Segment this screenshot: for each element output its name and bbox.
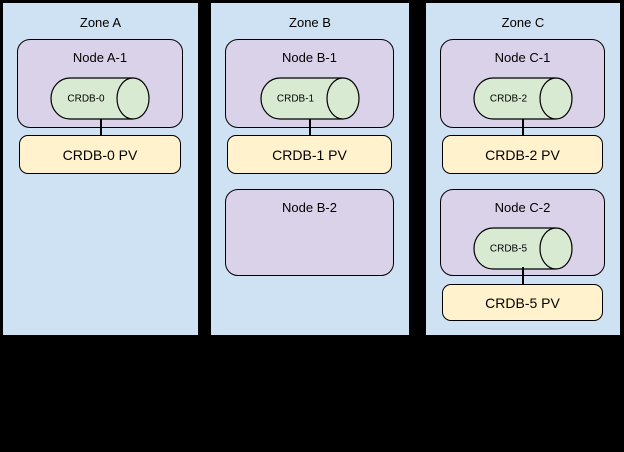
zone-b: Zone B Node B-1 CRDB-1 CRDB-1 PV Node B-…: [210, 2, 410, 336]
node-a1-label: Node A-1: [72, 50, 128, 65]
crdb-5-pv-box: CRDB-5 PV: [442, 284, 603, 321]
crdb-1-label: CRDB-1: [276, 93, 315, 104]
zone-a: Zone A Node A-1 CRDB-0 CRDB-0 PV: [2, 2, 199, 336]
node-c2-box: Node C-2 CRDB-5: [440, 189, 605, 276]
zone-a-title: Zone A: [79, 15, 122, 30]
node-b1-label: Node B-1: [282, 50, 337, 65]
node-a1-box: Node A-1 CRDB-0: [17, 39, 183, 128]
crdb-0-label: CRDB-0: [67, 93, 105, 104]
node-c1-label: Node C-1: [494, 50, 551, 65]
crdb-1-cylinder-icon: CRDB-1: [260, 77, 360, 120]
crdb-2-cylinder-icon: CRDB-2: [473, 77, 573, 120]
node-c2-label: Node C-2: [494, 200, 551, 215]
node-c1-box: Node C-1 CRDB-2: [440, 39, 605, 128]
node-b2-label: Node B-2: [282, 200, 337, 215]
crdb-2-label: CRDB-2: [489, 93, 528, 104]
connector-node-b1-to-pv: [309, 119, 311, 136]
node-b2-box: Node B-2: [225, 189, 394, 276]
crdb-0-cylinder-icon: CRDB-0: [50, 77, 150, 120]
crdb-2-pv-box: CRDB-2 PV: [442, 135, 603, 174]
node-b1-box: Node B-1 CRDB-1: [225, 39, 394, 128]
crdb-5-cylinder-icon: CRDB-5: [473, 227, 573, 270]
connector-node-c1-to-pv: [522, 119, 524, 136]
zone-c: Zone C Node C-1 CRDB-2 CRDB-2 PV Node C-…: [425, 2, 621, 336]
zone-b-title: Zone B: [289, 15, 331, 30]
connector-node-a1-to-pv: [99, 119, 102, 136]
connector-node-c2-to-pv: [522, 267, 524, 285]
crdb-0-pv-box: CRDB-0 PV: [19, 135, 181, 174]
zone-c-title: Zone C: [501, 15, 545, 30]
crdb-5-label: CRDB-5: [489, 243, 528, 254]
crdb-1-pv-box: CRDB-1 PV: [227, 135, 392, 174]
